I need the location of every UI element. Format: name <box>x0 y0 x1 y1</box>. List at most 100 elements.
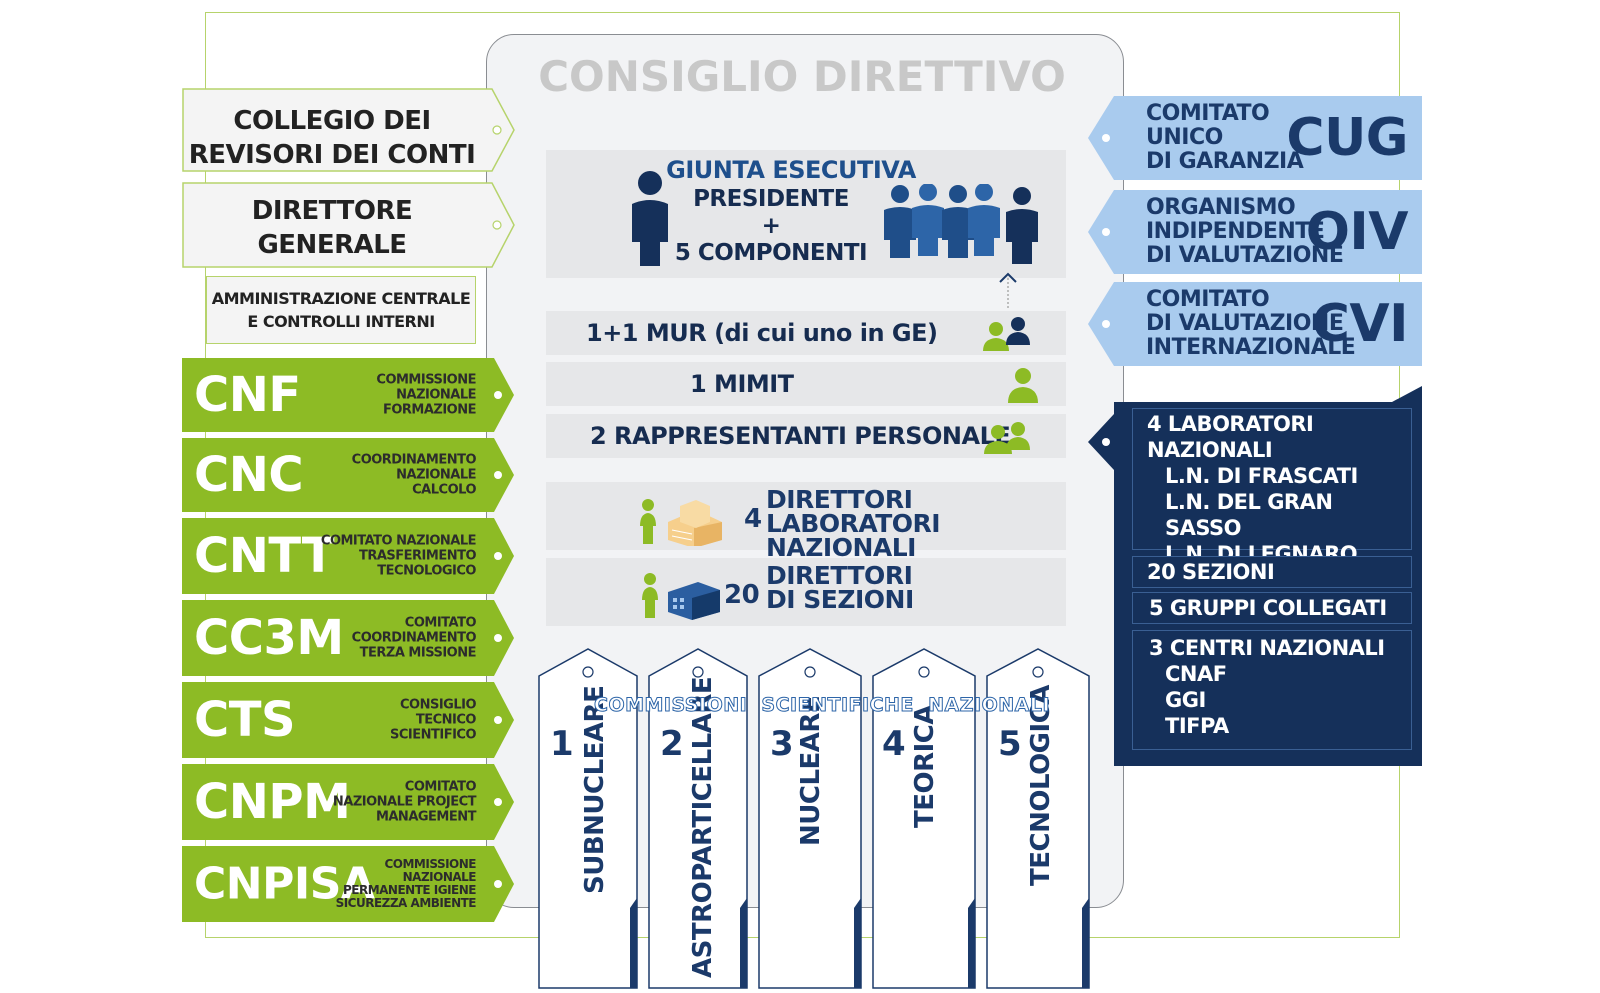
strip-shape <box>648 648 748 989</box>
laboratory-building-icon <box>640 499 722 546</box>
giunta-composition: PRESIDENTE+5 COMPONENTI <box>674 186 868 266</box>
direttore-line-1: DIRETTORE <box>251 196 413 226</box>
mur-people-icon <box>983 317 1030 351</box>
sezioni-box: 20 SEZIONI <box>1132 556 1412 588</box>
commission-number: 3 <box>770 724 794 764</box>
committee-abbr: CVI <box>1311 294 1409 354</box>
commission-number: 5 <box>998 724 1022 764</box>
tag-shape <box>182 846 514 922</box>
commission-name: SUBNUCLEARE <box>580 685 610 894</box>
commission-name: NUCLEARE <box>796 695 826 846</box>
commission-number: 2 <box>660 724 684 764</box>
tag-shape <box>182 682 514 758</box>
tag-shape <box>1088 282 1422 366</box>
centro-item: GGI <box>1165 688 1206 712</box>
member-label: 1+1 MUR (di cui uno in GE) <box>586 319 938 347</box>
tag-shape <box>182 764 514 840</box>
staff-people-icon <box>984 422 1030 454</box>
giunta-esecutiva-box[interactable]: GIUNTA ESECUTIVA PRESIDENTE+5 COMPONENTI <box>546 150 1066 278</box>
centri-box: 3 CENTRI NAZIONALI CNAF GGI TIFPA <box>1132 630 1412 750</box>
direttore-line-2: GENERALE <box>257 230 407 260</box>
member-row-mur[interactable]: 1+1 MUR (di cui uno in GE) <box>546 311 1066 355</box>
member-label: 2 RAPPRESENTANTI PERSONALE <box>590 422 1011 450</box>
tag-direttore-generale[interactable]: DIRETTORE GENERALE <box>182 182 516 268</box>
labs-title: 4 LABORATORI NAZIONALI <box>1147 412 1314 462</box>
tag-shape <box>1088 190 1422 274</box>
centro-item: TIFPA <box>1165 714 1229 738</box>
committee-abbr: CNTT <box>194 528 334 584</box>
commission-number: 1 <box>550 724 574 764</box>
tag-shape <box>182 358 514 432</box>
mimit-person-icon <box>1008 368 1038 403</box>
commission-strip-2[interactable]: 2 ASTROPARTICELLARE <box>648 648 748 990</box>
director-count: 20 <box>724 580 760 610</box>
collegio-line-1: COLLEGIO DEI <box>233 106 431 136</box>
lab-item: L.N. DEL GRAN SASSO <box>1165 490 1333 540</box>
commission-strip-4[interactable]: 4 TEORICA <box>872 648 976 990</box>
tag-collegio-revisori[interactable]: COLLEGIO DEI REVISORI DEI CONTI <box>182 88 516 172</box>
executive-member-icon <box>1006 187 1038 264</box>
committee-abbr: CC3M <box>194 610 344 666</box>
centro-item: CNAF <box>1165 662 1227 686</box>
committee-abbr: CNPM <box>194 774 351 830</box>
connector-arrow-icon <box>999 272 1017 308</box>
committee-abbr: CNPISA <box>194 858 375 910</box>
commission-number: 4 <box>882 724 906 764</box>
centri-title: 3 CENTRI NAZIONALI <box>1149 636 1385 660</box>
tag-shape <box>182 600 514 676</box>
commission-strip-1[interactable]: 1 SUBNUCLEARE <box>538 648 638 990</box>
committee-abbr: CNC <box>194 447 304 503</box>
board-members-icon <box>884 184 1000 258</box>
commissions-title: COMMISSIONI SCIENTIFICHE NAZIONALI <box>594 694 1051 717</box>
committee-abbr: OIV <box>1305 202 1409 262</box>
strip-shape <box>872 648 976 989</box>
collegio-line-2: REVISORI DEI CONTI <box>188 140 476 170</box>
member-row-mimit[interactable]: 1 MIMIT <box>546 362 1066 406</box>
council-title: CONSIGLIO DIRETTIVO <box>538 52 1066 101</box>
tag-shape <box>182 88 515 172</box>
box-amministrazione-centrale[interactable]: AMMINISTRAZIONE CENTRALE E CONTROLLI INT… <box>206 276 476 344</box>
lab-item: L.N. DI FRASCATI <box>1165 464 1358 488</box>
strip-shape <box>758 648 862 989</box>
infn-structures[interactable]: 4 LABORATORI NAZIONALI L.N. DI FRASCATI … <box>1088 386 1422 766</box>
tag-shape <box>1088 96 1422 180</box>
commission-strip-5[interactable]: 5 TECNOLOGICA <box>986 648 1090 990</box>
president-icon <box>632 171 668 266</box>
tag-shape <box>182 518 514 594</box>
member-label: 1 MIMIT <box>690 370 794 398</box>
commission-strip-3[interactable]: 3 NUCLEARE <box>758 648 862 990</box>
gruppi-box: 5 GRUPPI COLLEGATI <box>1132 592 1412 624</box>
member-row-rappresentanti[interactable]: 2 RAPPRESENTANTI PERSONALE <box>546 414 1066 458</box>
committee-abbr: CUG <box>1286 108 1408 168</box>
commission-name: ASTROPARTICELLARE <box>688 676 718 978</box>
director-count: 4 <box>744 504 762 534</box>
commission-name: TEORICA <box>910 705 940 828</box>
strip-shape <box>538 648 638 989</box>
giunta-title: GIUNTA ESECUTIVA <box>666 156 916 184</box>
tag-shape <box>182 182 515 268</box>
tag-shape <box>182 438 514 512</box>
